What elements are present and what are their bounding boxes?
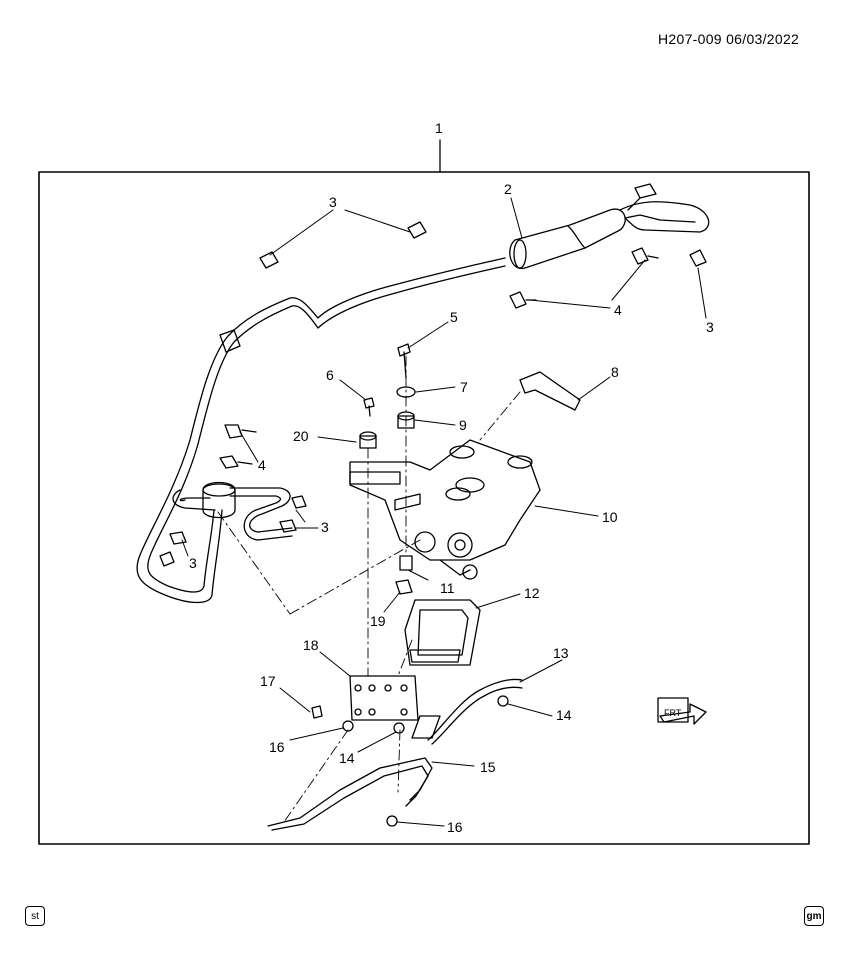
leader-lines (181, 197, 707, 827)
callout-19: 19 (370, 613, 386, 629)
front-label: FRT (664, 708, 682, 718)
callout-3: 3 (321, 519, 329, 535)
callout-3: 3 (329, 194, 337, 210)
connector (519, 371, 581, 411)
callout-3: 3 (706, 319, 714, 335)
callout-4: 4 (258, 457, 266, 473)
gm-logo-button[interactable]: gm (804, 906, 824, 926)
callout-2: 2 (504, 181, 512, 197)
muffler (509, 183, 710, 269)
canister (202, 481, 236, 519)
st-badge-button[interactable]: st (25, 906, 45, 926)
callout-14: 14 (339, 750, 355, 766)
callout-14: 14 (556, 707, 572, 723)
assembly-frame (38, 171, 810, 845)
front-direction-icon (657, 697, 707, 725)
mounting-block (311, 675, 419, 721)
callout-10: 10 (602, 509, 618, 525)
callout-15: 15 (480, 759, 496, 775)
callout-6: 6 (326, 367, 334, 383)
callout-1: 1 (435, 120, 443, 136)
air-line (136, 257, 506, 604)
callout-7: 7 (460, 379, 468, 395)
callout-9: 9 (459, 417, 467, 433)
callout-11: 11 (440, 580, 455, 596)
callout-12: 12 (524, 585, 540, 601)
compressor-assembly (349, 439, 541, 580)
reference-header: H207-009 06/03/2022 (658, 31, 800, 47)
clip-fittings (159, 221, 707, 567)
callout-13: 13 (553, 645, 569, 661)
callout-17: 17 (260, 673, 276, 689)
tubes (267, 678, 523, 831)
callout-18: 18 (303, 637, 319, 653)
callout-4: 4 (614, 302, 622, 318)
callout-5: 5 (450, 309, 458, 325)
callout-20: 20 (293, 428, 309, 444)
callout-3: 3 (189, 555, 197, 571)
phantom-lines (217, 355, 521, 823)
callout-16: 16 (269, 739, 285, 755)
callout-8: 8 (611, 364, 619, 380)
callout-16: 16 (447, 819, 463, 835)
fasteners (359, 343, 416, 595)
control-module (404, 599, 481, 666)
